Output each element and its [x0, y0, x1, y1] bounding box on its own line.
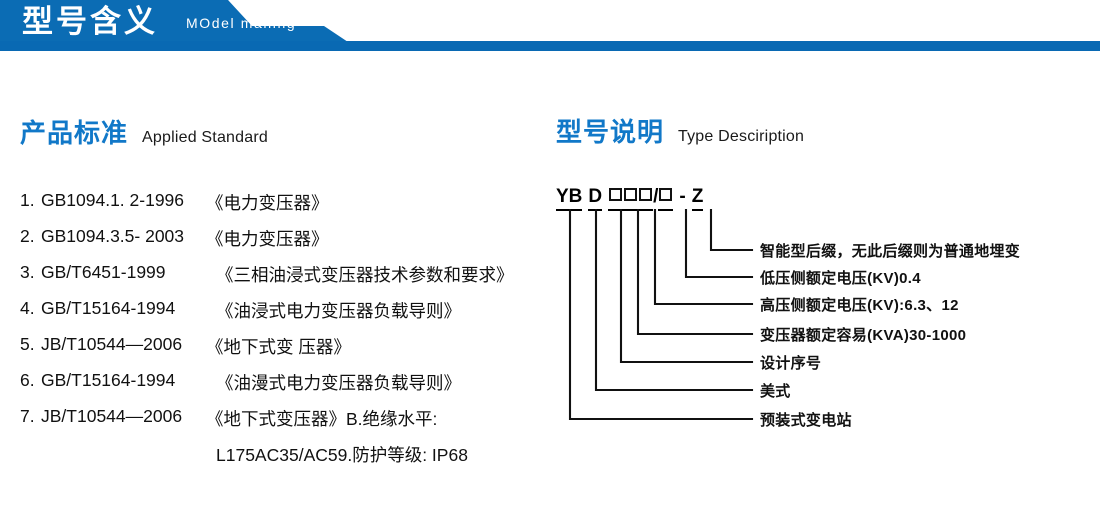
code-part-slash: / [653, 186, 659, 207]
item-number: 5. [20, 334, 35, 354]
code-part-box1 [608, 186, 624, 211]
box-glyph-icon [609, 188, 623, 201]
box-glyph-icon [659, 188, 673, 201]
item-name: 《油漫式电力变压器负载导则》 [216, 373, 461, 393]
list-item: 5. JB/T10544—2006 《地下式变 压器》 [20, 334, 550, 370]
list-item: 3. GB/T6451-1999 《三相油浸式变压器技术参数和要求》 [20, 262, 550, 298]
type-description-heading: 型号说明 Type Desciription [556, 112, 804, 149]
item-code: JB/T10544—2006 [41, 406, 183, 426]
item-number: 2. [20, 226, 35, 246]
leader-line-2 [684, 208, 754, 279]
item-number: 7. [20, 406, 35, 426]
item-number: 3. [20, 262, 35, 282]
leader-line-3 [653, 208, 754, 306]
list-item: 2. GB1094.3.5- 2003 《电力变压器》 [20, 226, 550, 262]
item-name: 《电力变压器》 [206, 229, 329, 249]
box-glyph-icon [639, 188, 653, 201]
banner-shape [0, 0, 1100, 42]
leader-line-1 [709, 208, 754, 252]
applied-standard-heading: 产品标准 Applied Standard [20, 113, 268, 150]
type-description-title-en: Type Desciription [678, 128, 805, 145]
leader-line-4 [636, 208, 754, 336]
applied-standard-title-cn: 产品标准 [20, 118, 129, 148]
item-continuation-text: L175AC35/AC59.防护等级: IP68 [216, 445, 468, 465]
code-part-box2 [623, 186, 639, 211]
item-name: 《地下式变 压器》 [206, 337, 351, 357]
leader-line-5 [619, 208, 754, 364]
item-name: 《电力变压器》 [206, 193, 329, 213]
diagram-label-2: 低压侧额定电压(KV)0.4 [760, 270, 921, 287]
diagram-label-7: 预装式变电站 [760, 412, 852, 429]
item-code: GB/T15164-1994 [41, 370, 176, 390]
code-part-z: Z [691, 186, 704, 211]
code-part-dash: - [679, 186, 686, 207]
item-number: 4. [20, 298, 35, 318]
diagram-label-6: 美式 [760, 383, 791, 400]
applied-standard-list: 1. GB1094.1. 2-1996 《电力变压器》 2. GB1094.3.… [20, 190, 550, 478]
list-item: 4. GB/T15164-1994 《油浸式电力变压器负载导则》 [20, 298, 550, 334]
item-name: 《三相油浸式变压器技术参数和要求》 [216, 265, 514, 285]
diagram-label-5: 设计序号 [760, 355, 822, 372]
code-part-box3 [638, 186, 654, 211]
leader-line-7 [568, 208, 754, 421]
page-banner: 型号含义 MOdel maning [0, 0, 1100, 52]
banner-underline-bar [0, 41, 1100, 51]
leader-line-6 [594, 208, 754, 392]
code-part-box4 [658, 186, 674, 211]
banner-subtitle: MOdel maning [186, 15, 297, 31]
type-description-title-cn: 型号说明 [556, 117, 665, 147]
box-glyph-icon [624, 188, 638, 201]
item-code: GB1094.1. 2-1996 [41, 190, 185, 210]
list-item-continuation: L175AC35/AC59.防护等级: IP68 [20, 442, 550, 478]
item-code: GB/T6451-1999 [41, 262, 166, 282]
diagram-label-3: 高压侧额定电压(KV):6.3、12 [760, 297, 959, 314]
item-number: 6. [20, 370, 35, 390]
diagram-label-4: 变压器额定容易(KVA)30-1000 [760, 327, 967, 344]
item-code: GB1094.3.5- 2003 [41, 226, 185, 246]
list-item: 7. JB/T10544—2006 《地下式变压器》B.绝缘水平: [20, 406, 550, 442]
item-number: 1. [20, 190, 35, 210]
list-item: 1. GB1094.1. 2-1996 《电力变压器》 [20, 190, 550, 226]
diagram-label-1: 智能型后缀，无此后缀则为普通地埋变 [760, 243, 1021, 260]
applied-standard-title-en: Applied Standard [142, 129, 268, 146]
item-code: JB/T10544—2006 [41, 334, 183, 354]
banner-title: 型号含义 [22, 4, 158, 39]
item-code: GB/T15164-1994 [41, 298, 176, 318]
list-item: 6. GB/T15164-1994 《油漫式电力变压器负载导则》 [20, 370, 550, 406]
leader-lines [568, 208, 754, 421]
item-name: 《油浸式电力变压器负载导则》 [216, 301, 461, 321]
item-name: 《地下式变压器》B.绝缘水平: [206, 409, 438, 429]
